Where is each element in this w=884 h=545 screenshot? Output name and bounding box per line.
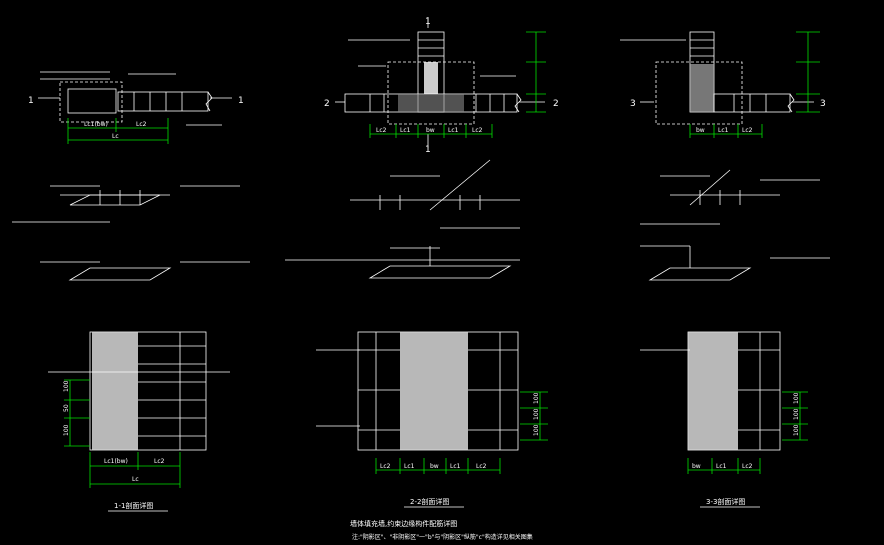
dim-lc2-1: Lc2 [136, 121, 147, 128]
dim-lc1-2a: Lc1 [400, 127, 411, 134]
dim-lc2-2a: Lc2 [376, 127, 387, 134]
section-marker-1-left: 1 [28, 96, 34, 106]
dim-lc1bw-1: Lc1(bw) [84, 121, 108, 128]
plan-3: 3 3 bw Lc1 Lc2 [620, 31, 826, 138]
dim-lc1-2b: Lc1 [448, 127, 459, 134]
title-section-2: 2-2剖面详图 [410, 497, 449, 506]
section-marker-2-top: 1 [425, 17, 431, 27]
dim-lc-1: Lc [112, 133, 119, 140]
note-sub: 注:"阴影区"、"非阴影区"一"b"与"阴影区"纵筋"c"构造详见相关图集 [352, 533, 533, 541]
dim-lc2-2b: Lc2 [472, 127, 483, 134]
dim-100-1a: 100 [63, 380, 70, 392]
plan-2: 1 2 2 1 Lc2 Lc1 bw Lc1 Lc2 [324, 17, 559, 155]
dim-lc2-2c: Lc2 [380, 463, 391, 470]
dim-lc1-2c: Lc1 [404, 463, 415, 470]
section-marker-2-right: 2 [553, 99, 559, 109]
dim-100-2b: 100 [533, 408, 540, 420]
dim-lc-1b: Lc [132, 476, 139, 483]
section-marker-2-left: 2 [324, 99, 330, 109]
title-section-3: 3-3剖面详图 [706, 497, 745, 506]
dim-100-2a: 100 [533, 392, 540, 404]
dim-lc2-3: Lc2 [742, 127, 753, 134]
dim-100-2c: 100 [533, 424, 540, 436]
dim-lc2-1b: Lc2 [154, 458, 165, 465]
plan-1: 1 1 Lc1(bw) Lc2 Lc [28, 71, 244, 144]
dim-lc1bw-1b: Lc1(bw) [104, 458, 128, 465]
section-marker-3-right: 3 [820, 99, 826, 109]
dim-bw-2: bw [426, 127, 435, 134]
rebar-detail-row-1 [12, 159, 820, 229]
dim-100-3a: 100 [793, 392, 800, 404]
dim-50-1: 50 [63, 404, 70, 412]
dim-bw-2b: bw [430, 463, 439, 470]
dim-100-1b: 100 [63, 424, 70, 436]
dim-lc2-3b: Lc2 [742, 463, 753, 470]
section-3-3: 100 100 100 bw Lc1 Lc2 3-3剖面详图 [640, 331, 808, 508]
dim-100-3b: 100 [793, 408, 800, 420]
dim-100-3c: 100 [793, 424, 800, 436]
section-2-2: 100 100 100 Lc2 Lc1 bw Lc1 Lc2 2-2剖面详图 [316, 331, 548, 508]
section-1-1: 100 50 100 Lc1(bw) Lc2 Lc 1-1剖面详图 [48, 331, 230, 512]
section-marker-3-left: 3 [630, 99, 636, 109]
dim-lc1-2d: Lc1 [450, 463, 461, 470]
rebar-detail-row-2 [40, 245, 830, 281]
dim-lc1-3b: Lc1 [716, 463, 727, 470]
dim-bw-3: bw [696, 127, 705, 134]
dim-lc1-3: Lc1 [718, 127, 729, 134]
section-marker-1-right: 1 [238, 96, 244, 106]
dim-lc2-2d: Lc2 [476, 463, 487, 470]
section-marker-2-bottom: 1 [425, 145, 431, 155]
title-section-1: 1-1剖面详图 [114, 501, 153, 510]
note-main: 墙体填充墙,约束边缘构件配筋详图 [350, 519, 457, 528]
dim-bw-3b: bw [692, 463, 701, 470]
